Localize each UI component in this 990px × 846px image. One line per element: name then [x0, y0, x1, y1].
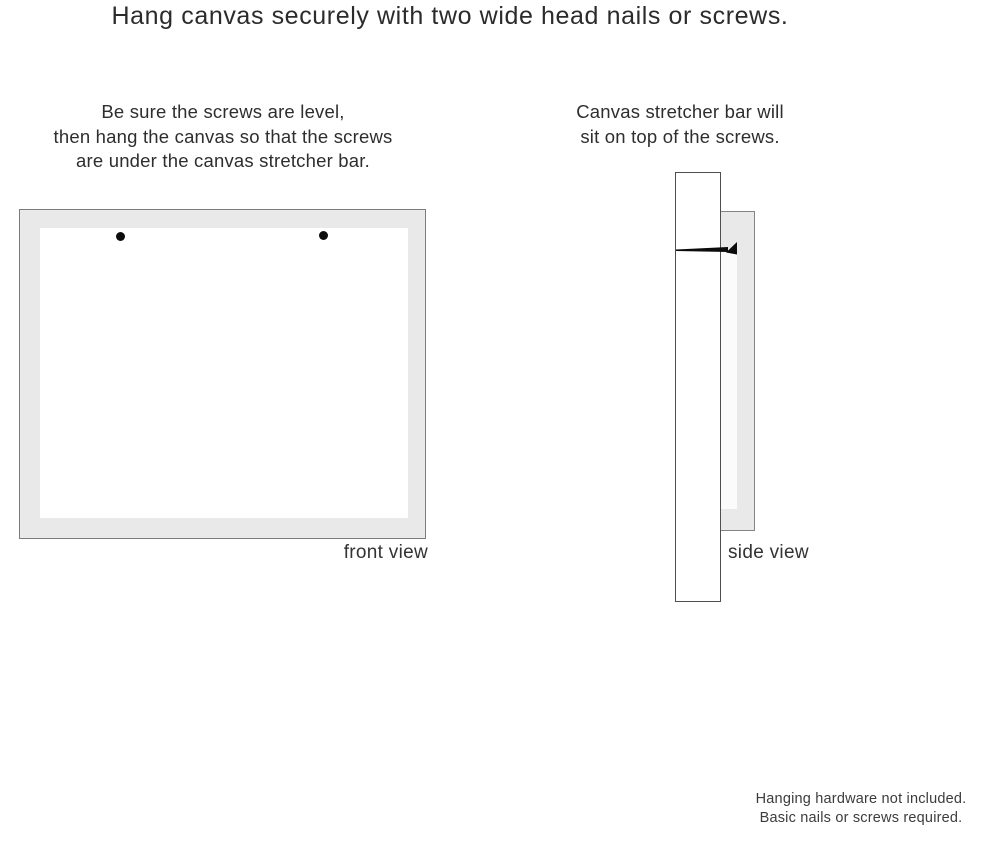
side-view-canvas-surface: [721, 250, 737, 509]
front-instruction-text: Be sure the screws are level, then hang …: [20, 100, 426, 174]
front-instruction-line: then hang the canvas so that the screws: [53, 125, 393, 147]
side-instruction-line: Canvas stretcher bar will: [576, 101, 784, 122]
front-view-label: front view: [343, 542, 428, 563]
side-instruction-text: Canvas stretcher bar will sit on top of …: [554, 100, 806, 149]
hardware-note: Hanging hardware not included. Basic nai…: [716, 790, 990, 827]
front-view-canvas-frame: [19, 209, 426, 539]
hardware-note-line: Basic nails or screws required.: [759, 809, 963, 826]
front-instruction-line: are under the canvas stretcher bar.: [76, 150, 370, 171]
wall-bar: [675, 172, 721, 602]
hardware-note-line: Hanging hardware not included.: [755, 791, 967, 807]
page-title: Hang canvas securely with two wide head …: [111, 2, 789, 30]
side-view-label: side view: [728, 542, 809, 563]
screw-dot-left: [116, 232, 125, 241]
screw-dot-right: [319, 231, 328, 240]
front-instruction-line: Be sure the screws are level,: [101, 101, 345, 122]
nail-icon: [676, 242, 737, 255]
side-instruction-line: sit on top of the screws.: [580, 125, 780, 147]
canvas-surface: [40, 228, 408, 518]
